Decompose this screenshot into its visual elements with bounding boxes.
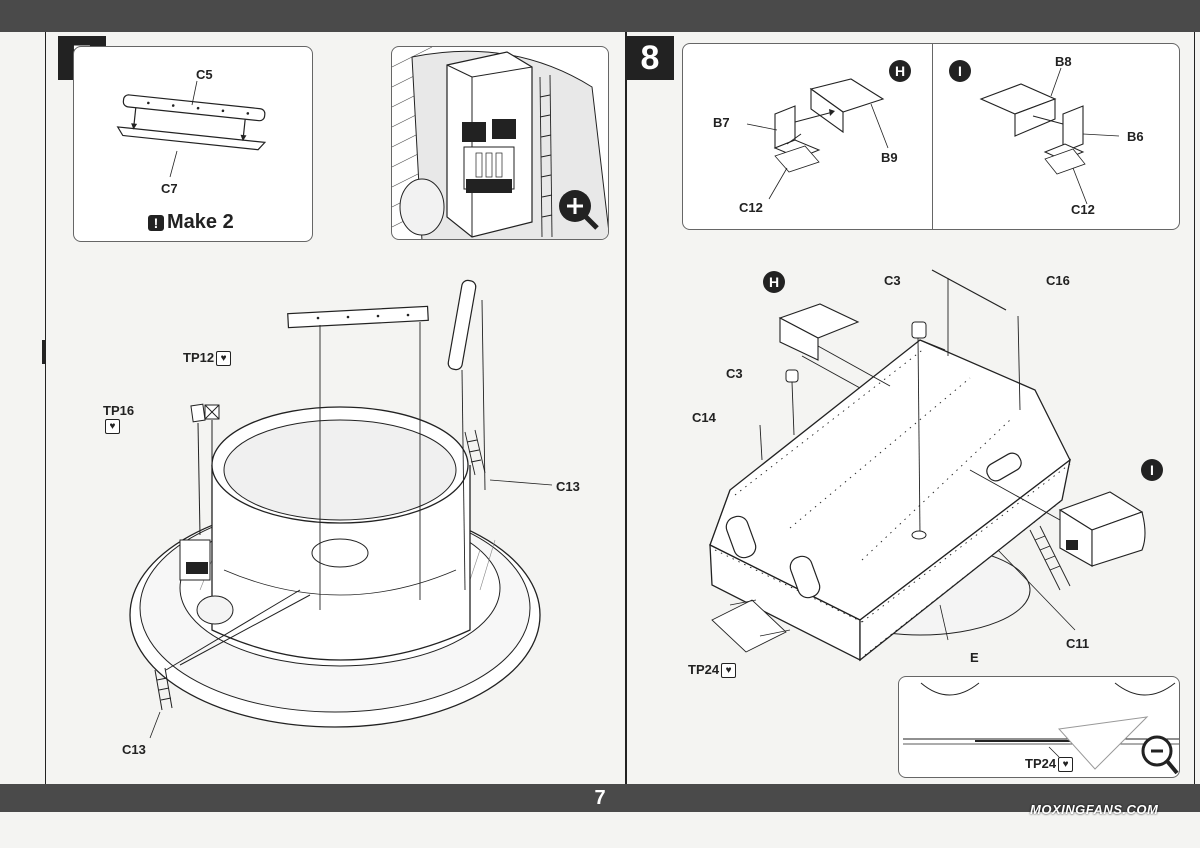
assembly-i-placement-marker: I (1141, 459, 1163, 481)
tp24-detail-drawing (903, 682, 1179, 775)
label-c12-h: C12 (739, 200, 763, 215)
label-c13-right: C13 (556, 479, 580, 494)
zoom-tp24-photoetch-icon: ♥ (1058, 757, 1074, 773)
label-c3-left: C3 (726, 366, 743, 381)
label-b6: B6 (1127, 129, 1144, 144)
tp16-photoetch-icon: ♥ (105, 419, 120, 435)
tp12-photoetch-icon: ♥ (216, 351, 232, 367)
tp12-text: TP12 (183, 350, 215, 365)
step-8-turret-drawing (709, 269, 1146, 662)
turret-interior-detail-drawing (392, 47, 608, 239)
warning-icon: ! (148, 214, 164, 231)
binding-mark (42, 340, 46, 364)
page-number: 7 (594, 787, 606, 809)
rail-assembly-drawing (116, 80, 267, 178)
label-tp16: TP16♥ (103, 403, 135, 435)
label-b7: B7 (713, 115, 730, 130)
label-b9: B9 (881, 150, 898, 165)
label-c3-top: C3 (884, 273, 901, 288)
bottom-band (0, 784, 1200, 812)
label-tp12: TP12♥ (183, 350, 232, 367)
label-c16: C16 (1046, 273, 1070, 288)
tp24-photoetch-icon: ♥ (721, 663, 737, 679)
step-8-zoom-inset: TP24♥ (898, 676, 1180, 778)
zoom-label-tp24: TP24♥ (1025, 756, 1074, 773)
label-c11: C11 (1066, 636, 1090, 651)
tp24-text: TP24 (688, 662, 720, 677)
page-frame (45, 32, 1195, 784)
assembly-h-marker: H (889, 60, 911, 82)
step-7-detail-inset (391, 46, 609, 240)
label-c5: C5 (196, 67, 213, 82)
page-divider (625, 32, 627, 784)
assembly-h-placement-marker: H (763, 271, 785, 293)
label-c13-bottom: C13 (122, 742, 146, 757)
label-c12-i: C12 (1071, 202, 1095, 217)
step-8-badge: 8 (626, 36, 674, 80)
tp16-text: TP16 (103, 403, 135, 418)
label-c14: C14 (692, 410, 716, 425)
top-band (0, 0, 1200, 32)
label-e: E (970, 650, 979, 665)
label-b8: B8 (1055, 54, 1072, 69)
armor-box-assembly-drawing (746, 67, 1120, 205)
label-tp24: TP24♥ (688, 662, 737, 679)
step-8-parts-inset: H B7 B9 C12 I B8 B6 C12 (682, 43, 1180, 230)
make-2-note: ! Make 2 (148, 211, 234, 234)
inset-divider (932, 44, 933, 229)
zoom-tp24-text: TP24 (1025, 756, 1057, 771)
make-note-text: Make 2 (167, 211, 234, 233)
step-7-turret-base-drawing (129, 279, 553, 739)
step-7-parts-inset: C5 C7 ! Make 2 (73, 46, 313, 242)
site-watermark: MOXINGFANS.COM (1030, 802, 1159, 817)
label-c7: C7 (161, 181, 178, 196)
assembly-i-marker: I (949, 60, 971, 82)
